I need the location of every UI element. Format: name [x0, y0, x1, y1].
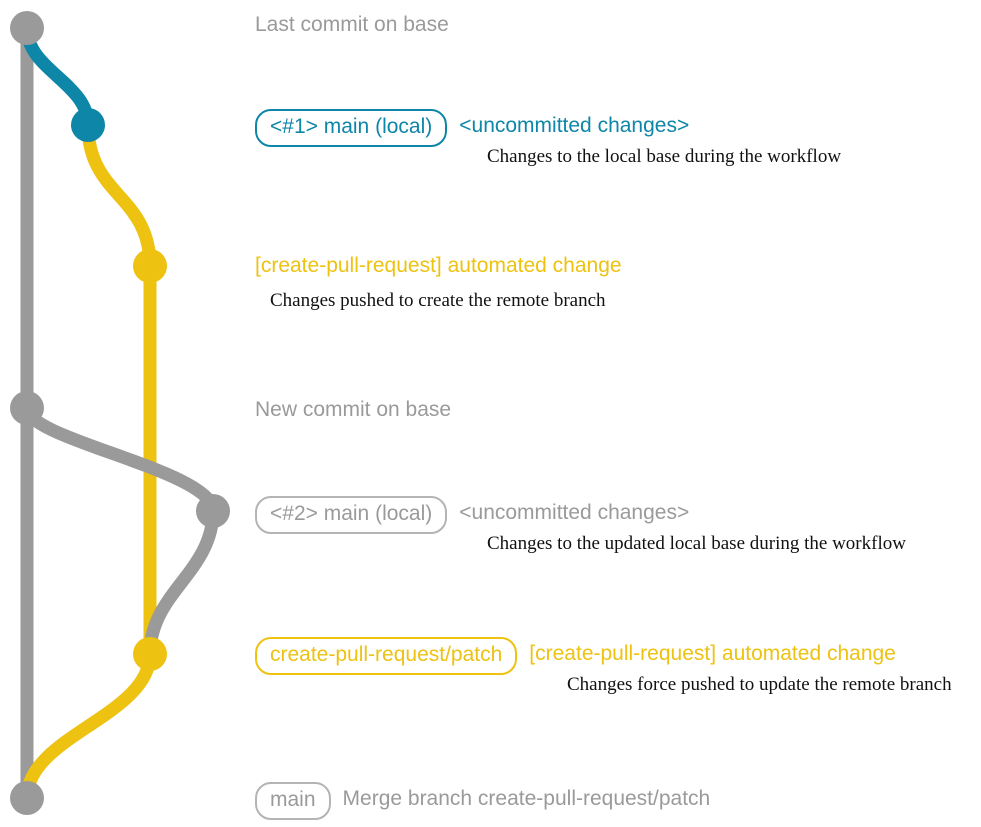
commit-subject-merge: Merge branch create-pull-request/patch	[342, 787, 711, 810]
ref-badge-main[interactable]: main	[255, 782, 331, 820]
edge-base2-local2	[20, 401, 220, 518]
node-patch-2	[133, 637, 167, 671]
node-merge	[10, 781, 44, 815]
entry-merge-commit: main Merge branch create-pull-request/pa…	[255, 782, 710, 820]
commit-subject-patch-2: [create-pull-request] automated change	[529, 642, 896, 665]
entry-local-commit-2: <#2> main (local) <uncommitted changes>	[255, 496, 689, 534]
note-patch-commit-2: Changes force pushed to update the remot…	[567, 674, 952, 695]
commit-nodes	[10, 11, 230, 815]
entry-local-commit-1: <#1> main (local) <uncommitted changes>	[255, 109, 689, 147]
note-local-commit-1: Changes to the local base during the wor…	[487, 146, 842, 167]
edge-local1-patch1	[81, 118, 157, 273]
commit-subject-local-2: <uncommitted changes>	[459, 501, 690, 524]
edge-local2-patch2	[143, 504, 220, 661]
note-patch-commit-1: Changes pushed to create the remote bran…	[270, 290, 606, 311]
commit-subject-patch-1: [create-pull-request] automated change	[255, 254, 622, 277]
node-local-1	[71, 108, 105, 142]
label-last-commit-on-base: Last commit on base	[255, 13, 449, 36]
ref-badge-main-local-1[interactable]: <#1> main (local)	[255, 109, 448, 147]
ref-badge-main-local-2[interactable]: <#2> main (local)	[255, 496, 448, 534]
commit-subject-local-1: <uncommitted changes>	[459, 114, 690, 137]
ref-badge-create-pull-request-patch[interactable]: create-pull-request/patch	[255, 637, 518, 675]
node-base-1	[10, 11, 44, 45]
node-base-2	[10, 391, 44, 425]
entry-patch-commit-2: create-pull-request/patch [create-pull-r…	[255, 637, 896, 675]
note-local-commit-2: Changes to the updated local base during…	[487, 533, 906, 554]
node-local-2	[196, 494, 230, 528]
node-patch-1	[133, 249, 167, 283]
edge-base1-local1	[20, 21, 95, 132]
edge-patch2-merge	[20, 647, 157, 805]
label-new-commit-on-base: New commit on base	[255, 398, 452, 421]
